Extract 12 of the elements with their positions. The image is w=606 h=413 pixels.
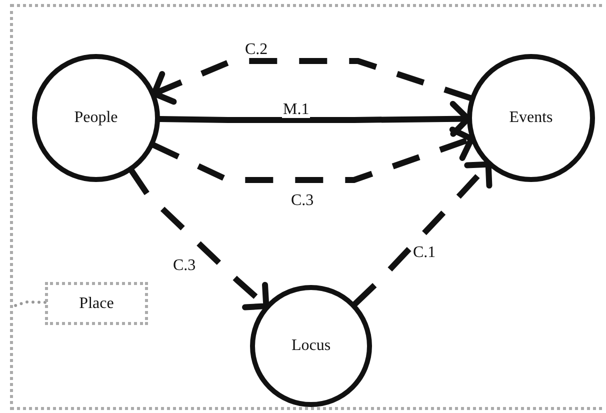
- node-label: Place: [79, 294, 114, 312]
- node-label: People: [74, 109, 118, 127]
- circle: [250, 285, 372, 407]
- edge-label: M.1: [282, 102, 310, 118]
- node-label: Events: [509, 109, 553, 127]
- node-label: Locus: [291, 337, 331, 355]
- arrow: [152, 126, 475, 183]
- arrow: [151, 58, 472, 105]
- dotted-box: [45, 282, 148, 325]
- circle: [467, 54, 595, 182]
- circle: [32, 54, 160, 182]
- arrow: [128, 168, 270, 310]
